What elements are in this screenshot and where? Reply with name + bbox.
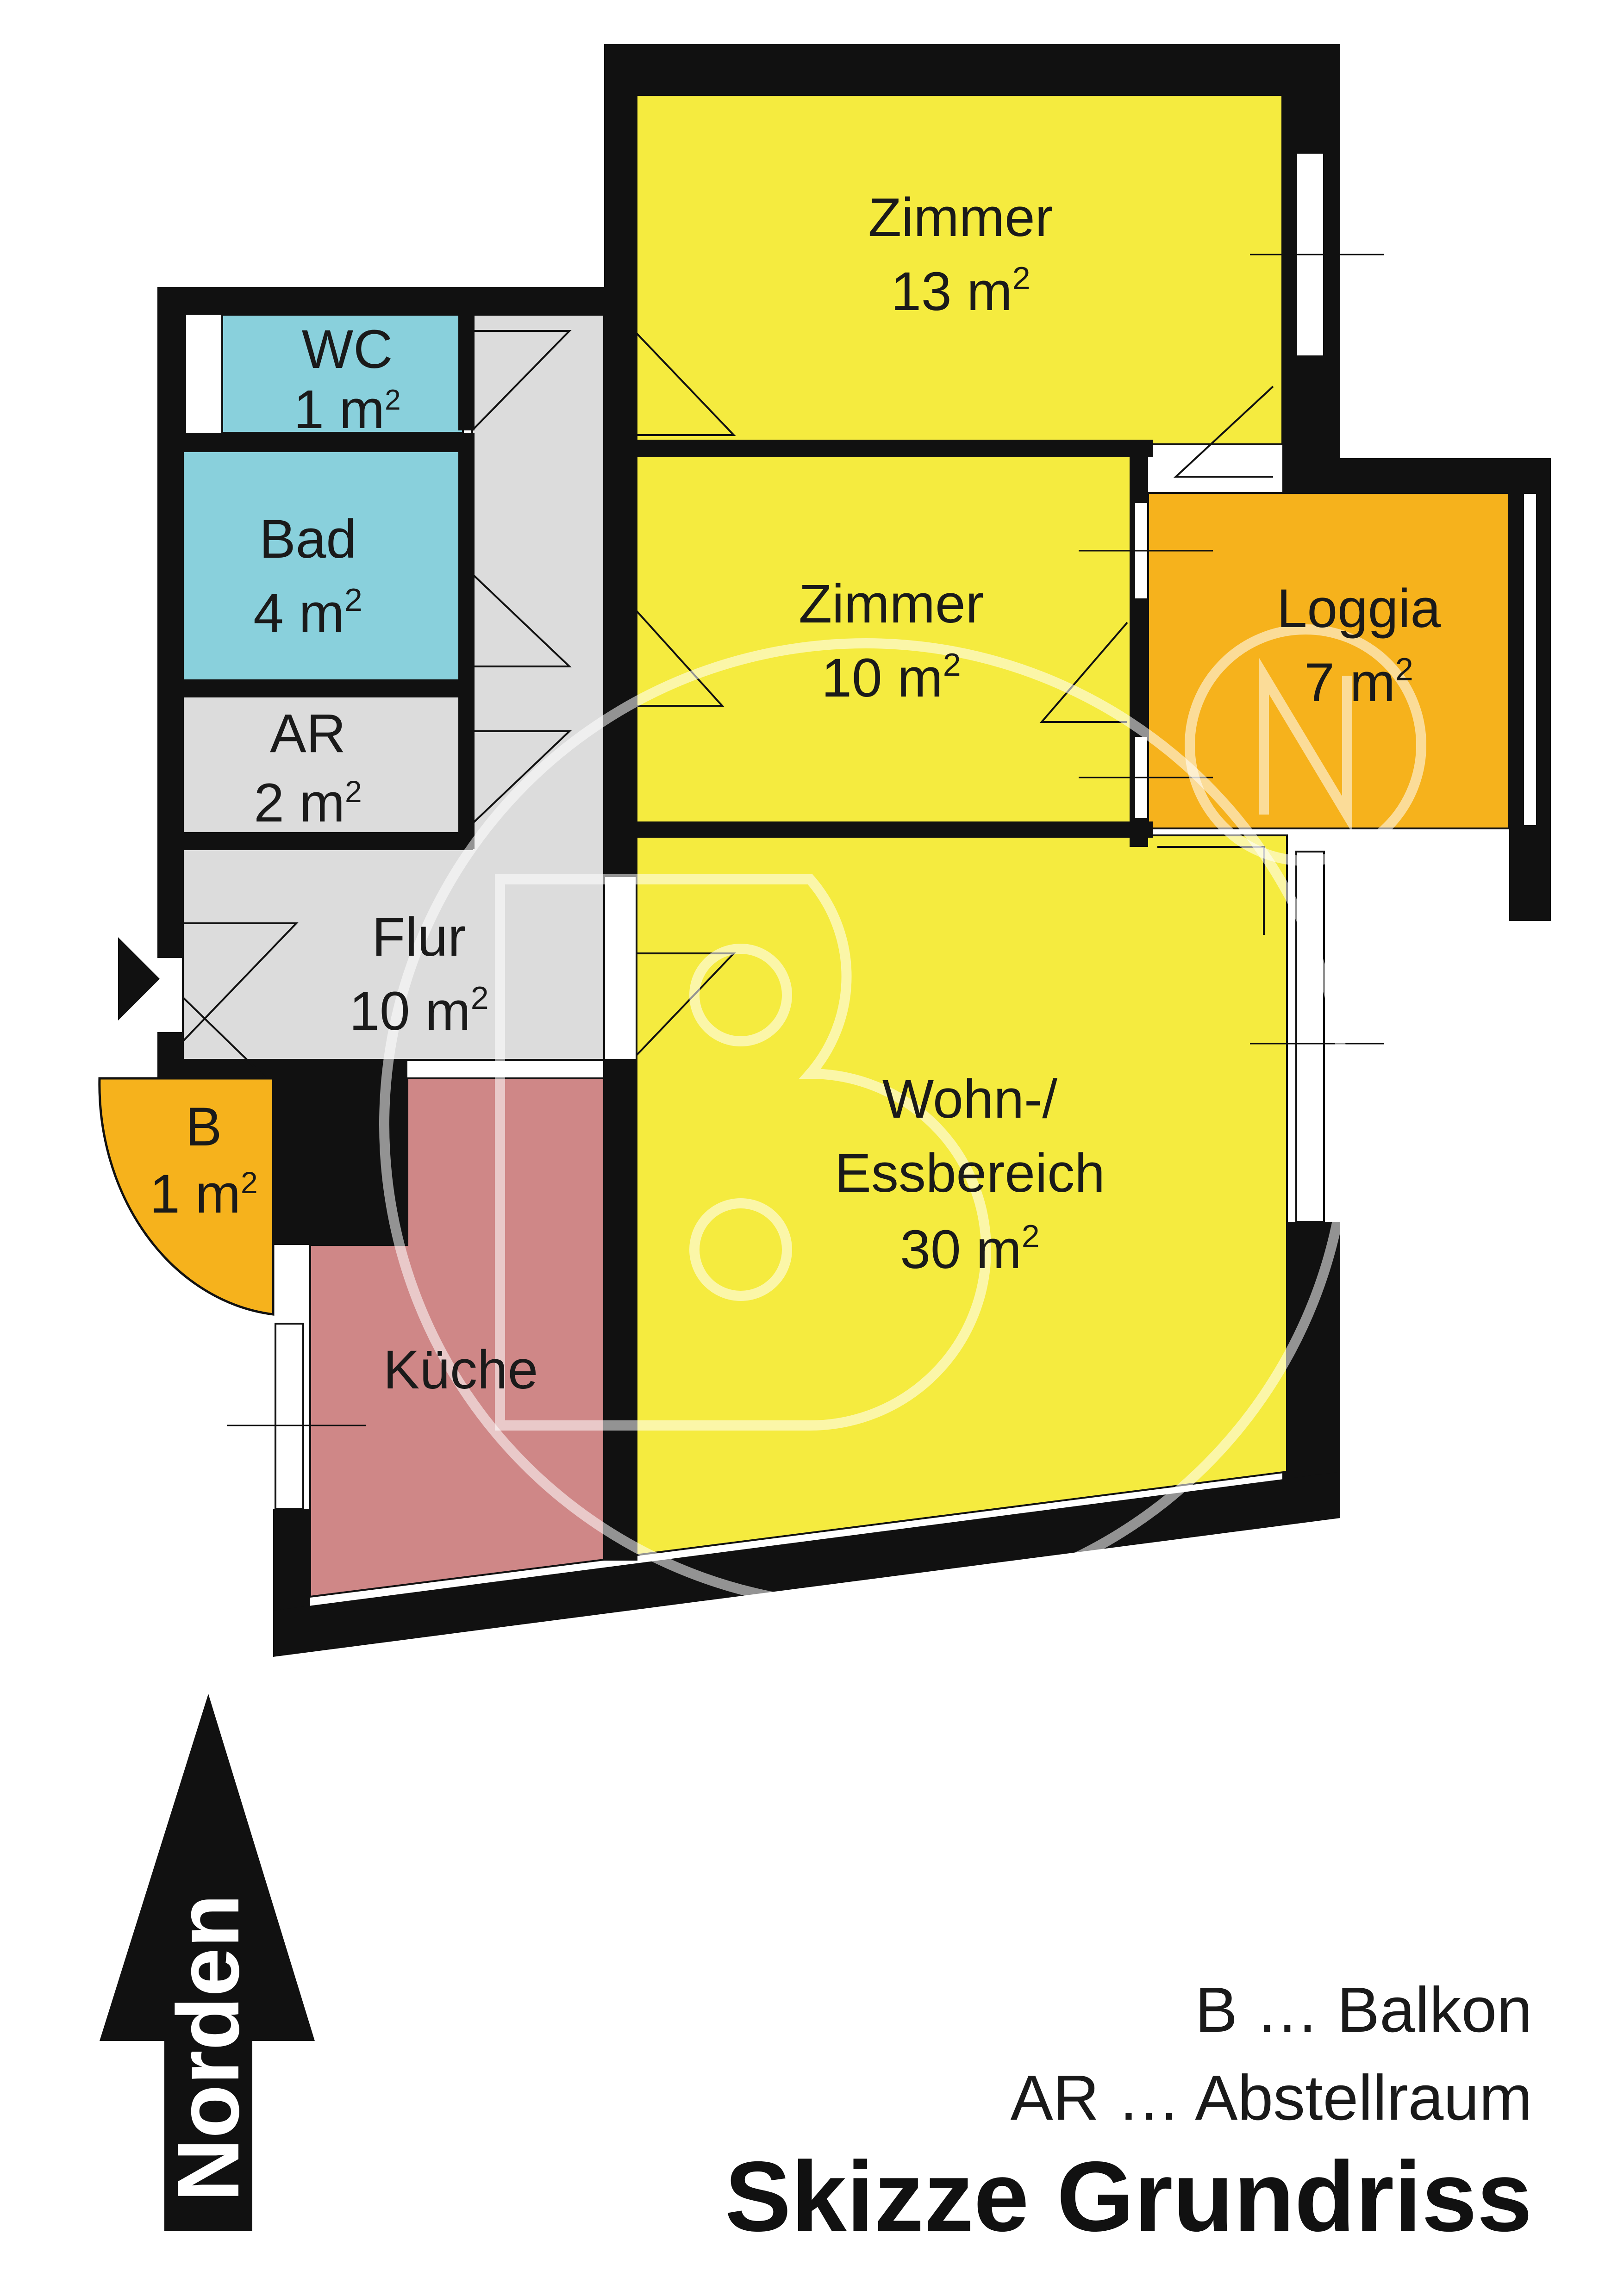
wall-bad-right bbox=[458, 451, 475, 845]
label-balkon-area: 1 m2 bbox=[150, 1164, 257, 1225]
room-zimmer-1 bbox=[636, 94, 1283, 445]
north-arrow: Norden bbox=[100, 1694, 315, 2231]
windows bbox=[227, 152, 1538, 1510]
wall-ar-bottom bbox=[183, 833, 475, 849]
window-kueche bbox=[275, 1323, 304, 1510]
label-wc-name: WC bbox=[302, 319, 393, 380]
label-loggia-name: Loggia bbox=[1277, 578, 1441, 639]
door-loggia-upper bbox=[1173, 386, 1274, 478]
window-wohn bbox=[1295, 851, 1325, 1223]
wall-wc-top bbox=[157, 287, 639, 315]
door-zimmer-2-loggia bbox=[1039, 622, 1128, 723]
label-wohn-area: 30 m2 bbox=[900, 1218, 1039, 1280]
north-label: Norden bbox=[159, 1894, 257, 2202]
label-zimmer-2-name: Zimmer bbox=[799, 573, 984, 635]
wall-zimmer-divider bbox=[637, 440, 1153, 457]
wall-flur-bottom bbox=[183, 1060, 275, 1078]
door-balkon bbox=[182, 996, 269, 1079]
label-ar-name: AR bbox=[270, 703, 346, 764]
door-ar bbox=[471, 730, 572, 825]
watermark-logo bbox=[379, 624, 1426, 1611]
label-ar-area: 2 m2 bbox=[254, 772, 362, 834]
window-loggia bbox=[1522, 492, 1538, 827]
label-balkon-name: B bbox=[186, 1096, 222, 1157]
interior-walls bbox=[157, 315, 1153, 1561]
wall-loggia-top bbox=[1282, 458, 1551, 493]
label-kueche-name: Küche bbox=[383, 1339, 538, 1400]
label-wohn-line-2: Essbereich bbox=[835, 1143, 1105, 1204]
door-wc bbox=[471, 330, 572, 431]
wall-wc-right bbox=[458, 315, 475, 430]
wall-bottom bbox=[273, 1472, 1340, 1657]
label-zimmer-1-name: Zimmer bbox=[868, 187, 1053, 248]
room-labels: Zimmer 13 m2 Zimmer 10 m2 WC 1 m2 Bad 4 … bbox=[150, 187, 1441, 1400]
label-zimmer-2-area: 10 m2 bbox=[821, 647, 961, 709]
wall-wc-bottom bbox=[183, 433, 475, 451]
wall-bad-bottom bbox=[183, 680, 475, 697]
label-wc-area: 1 m2 bbox=[294, 379, 400, 440]
wall-top bbox=[604, 44, 1340, 95]
wall-entry-post bbox=[157, 1032, 183, 1078]
wall-mid-vertical bbox=[604, 44, 637, 877]
wall-right-lower bbox=[1282, 1222, 1340, 1518]
wall-kitchen-opening bbox=[603, 1059, 637, 1561]
door-zimmer-1 bbox=[636, 332, 736, 436]
label-loggia-area: 7 m2 bbox=[1304, 651, 1413, 713]
label-wohn-line-1: Wohn-/ bbox=[882, 1069, 1057, 1130]
door-bad bbox=[471, 573, 572, 667]
door-entry bbox=[182, 922, 299, 1042]
door-zimmer-2 bbox=[636, 610, 725, 707]
label-bad-area: 4 m2 bbox=[253, 582, 362, 644]
room-balkon bbox=[98, 1077, 275, 1316]
legend-abstellraum: AR … Abstellraum bbox=[1011, 2062, 1532, 2134]
entrance-arrow-icon bbox=[118, 937, 160, 1020]
label-zimmer-1-area: 13 m2 bbox=[891, 260, 1030, 322]
page-title: Skizze Grundriss bbox=[725, 2140, 1532, 2252]
legend-balkon: B … Balkon bbox=[1195, 1974, 1532, 2046]
wall-wohn-top bbox=[637, 821, 1153, 838]
label-bad-name: Bad bbox=[259, 509, 356, 570]
wall-left bbox=[157, 287, 186, 958]
north-arrow-icon bbox=[100, 1694, 315, 2041]
label-flur-area: 10 m2 bbox=[349, 980, 488, 1042]
label-flur-name: Flur bbox=[372, 907, 466, 968]
